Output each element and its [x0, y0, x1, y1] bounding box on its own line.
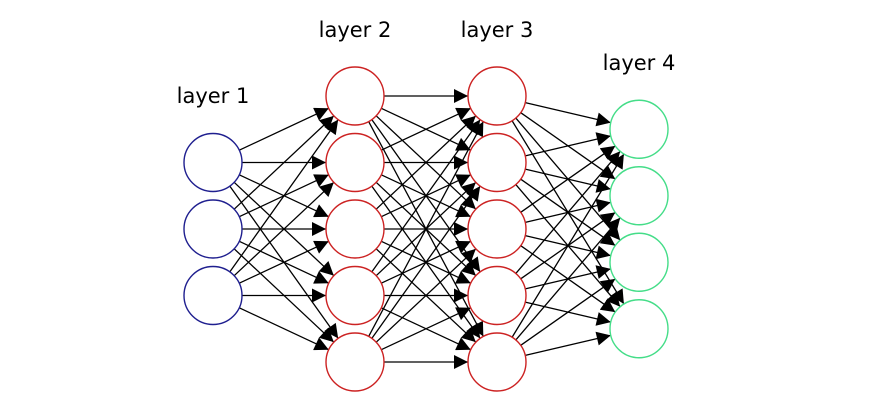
connection-l2n5-l3n1: [368, 121, 484, 337]
connection-l3n2-l4n1: [525, 132, 611, 157]
connection-l1n3-l2n1: [229, 119, 339, 273]
neuron-layer-2-1: [325, 66, 385, 126]
neuron-layer-4-3: [609, 232, 669, 292]
neuron-layer-3-5: [467, 332, 527, 392]
connection-group: [229, 89, 625, 369]
connection-l1n3-l2n3: [238, 240, 330, 284]
neuron-layer-3-4: [467, 265, 527, 326]
neuron-layer-1-3: [183, 265, 243, 326]
connection-l2n2-l3n1: [380, 107, 472, 151]
neuron-layer-2-2: [325, 132, 385, 193]
neuron-layer-1-1: [183, 132, 243, 193]
neuron-layer-2-3: [325, 199, 385, 259]
layer-4-label: layer 4: [603, 51, 676, 75]
layer-label-group: layer 1 layer 2 layer 3 layer 4: [177, 18, 676, 108]
connection-l2n4-l3n1: [371, 119, 481, 273]
layer-3-label: layer 3: [461, 18, 534, 42]
neuron-layer-2-5: [325, 332, 385, 392]
connection-l3n3-l4n1: [520, 145, 616, 213]
connection-l3n5-l4n3: [520, 278, 616, 346]
layer-2-label: layer 2: [319, 18, 392, 42]
connection-l1n1-l2n1: [238, 107, 330, 151]
neuron-group: [183, 66, 669, 392]
connection-l1n3-l2n2: [233, 181, 335, 277]
connection-l3n1-l4n1: [525, 101, 611, 127]
connection-l2n5-l3n4: [380, 307, 472, 351]
connection-l3n5-l4n2: [515, 217, 621, 341]
neuron-layer-4-2: [609, 166, 669, 226]
neuron-layer-1-2: [183, 199, 243, 259]
connection-l3n5-l4n1: [511, 153, 625, 338]
connection-l2n5-l3n2: [371, 185, 481, 339]
connection-l3n5-l4n4: [525, 331, 611, 357]
neuron-layer-2-4: [325, 265, 385, 326]
neuron-layer-3-3: [467, 199, 527, 259]
connection-l2n3-l3n1: [375, 115, 477, 210]
layer-1-label: layer 1: [177, 84, 250, 108]
neuron-layer-3-2: [467, 132, 527, 193]
connection-l2n5-l3n3: [375, 248, 477, 343]
neuron-layer-3-1: [467, 66, 527, 126]
neuron-layer-4-1: [609, 99, 669, 159]
connection-l3n4-l4n1: [515, 150, 621, 274]
connection-l1n2-l2n1: [233, 115, 335, 210]
connection-l1n3-l2n5: [238, 307, 330, 351]
neuron-layer-4-4: [609, 299, 669, 359]
